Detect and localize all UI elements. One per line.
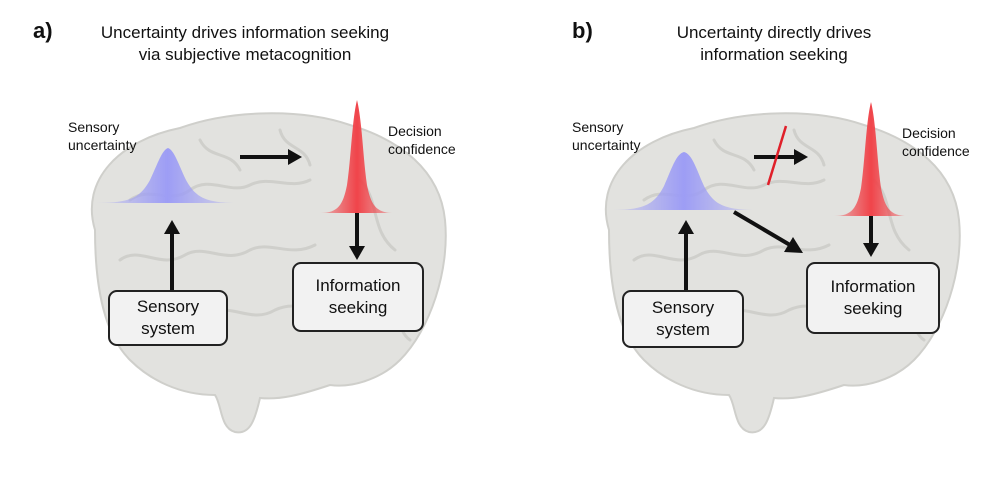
arrow-confidence-to-info	[349, 213, 365, 260]
panel-b-graphics	[604, 102, 961, 434]
label-line2: confidence	[388, 141, 456, 157]
arrow-system-to-uncertainty	[678, 220, 694, 290]
decision-confidence-distribution	[320, 100, 394, 213]
arrow-uncertainty-to-info	[732, 210, 803, 253]
panel-title-line2: information seeking	[700, 45, 848, 64]
panel-title: Uncertainty directly drives information …	[604, 22, 944, 66]
panel-title-line1: Uncertainty drives information seeking	[100, 23, 390, 42]
box-line1: Information	[830, 277, 916, 296]
panel-title-line2: via subjective metacognition	[138, 45, 352, 64]
box-line2: seeking	[843, 299, 903, 318]
box-line1: Sensory	[136, 297, 200, 316]
label-line1: Decision	[388, 123, 442, 139]
label-line1: Decision	[902, 125, 956, 141]
arrow-sensory-to-confidence	[240, 149, 302, 165]
sensory-uncertainty-distribution	[609, 152, 759, 210]
panel-a-graphics	[90, 100, 447, 434]
sensory-uncertainty-label: Sensory uncertainty	[68, 118, 136, 154]
label-line2: confidence	[902, 143, 970, 159]
label-line2: uncertainty	[68, 137, 137, 153]
panel-letter: a)	[33, 18, 53, 43]
panel-title: Uncertainty drives information seeking v…	[60, 22, 430, 66]
sensory-system-box: Sensory system	[622, 290, 744, 348]
blocked-arrow-slash-icon	[766, 125, 788, 186]
arrow-system-to-uncertainty	[164, 220, 180, 290]
panel-b: b) Uncertainty directly drives informati…	[514, 0, 1000, 491]
panel-letter: b)	[572, 18, 593, 43]
arrow-sensory-to-confidence-blocked	[754, 149, 808, 165]
arrow-confidence-to-info	[863, 216, 879, 257]
panel-a: a) Uncertainty drives information seekin…	[33, 18, 456, 434]
label-line1: Sensory	[572, 119, 624, 135]
label-line2: uncertainty	[572, 137, 641, 153]
decision-confidence-distribution	[834, 102, 908, 216]
information-seeking-box: Information seeking	[292, 262, 424, 332]
sensory-uncertainty-distribution	[95, 148, 240, 203]
box-line2: system	[656, 320, 710, 339]
sensory-uncertainty-label: Sensory uncertainty	[572, 118, 640, 154]
box-line2: system	[141, 319, 195, 338]
decision-confidence-label: Decision confidence	[902, 124, 970, 160]
box-line1: Sensory	[651, 298, 715, 317]
decision-confidence-label: Decision confidence	[388, 122, 456, 158]
sensory-system-box: Sensory system	[108, 290, 228, 346]
panel-title-line1: Uncertainty directly drives	[676, 23, 872, 42]
information-seeking-box: Information seeking	[806, 262, 940, 334]
box-line2: seeking	[328, 298, 388, 317]
box-line1: Information	[315, 276, 401, 295]
label-line1: Sensory	[68, 119, 120, 135]
